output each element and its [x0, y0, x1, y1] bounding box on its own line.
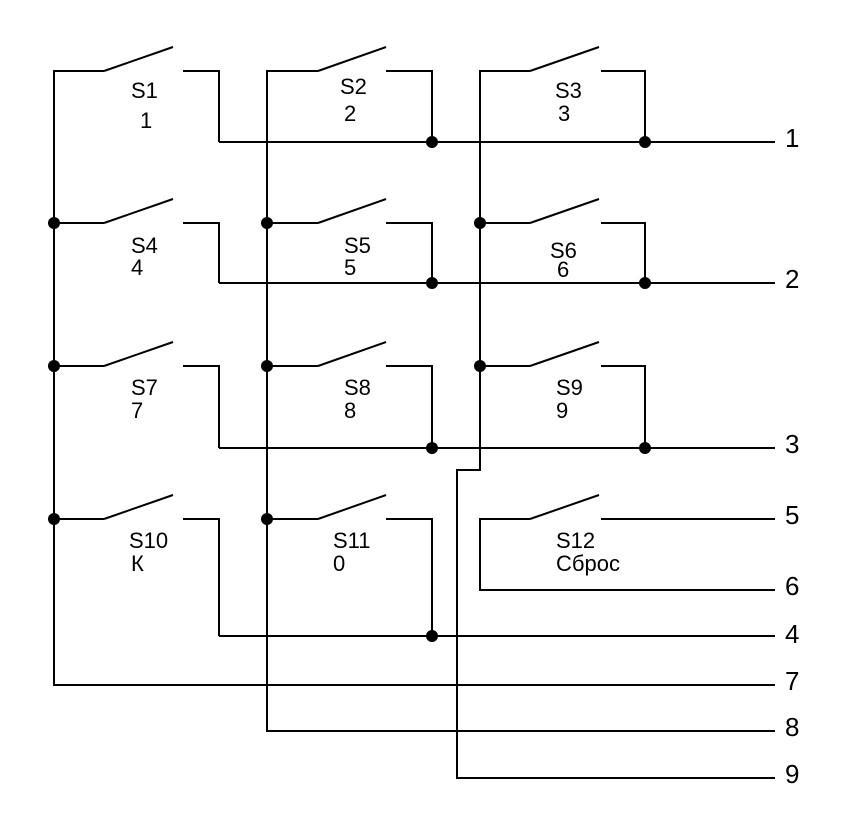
- switch-s11-id: S11: [333, 528, 371, 553]
- junction-dot: [48, 217, 60, 229]
- column-wire-middle: [266, 70, 775, 732]
- pin-label: 7: [785, 666, 799, 696]
- switch-s1-caption: 1: [140, 108, 152, 133]
- switch-s5: [267, 198, 433, 283]
- switch-s5-output: [386, 222, 433, 283]
- junction-dots: [48, 136, 651, 642]
- pin-label: 9: [785, 759, 799, 789]
- switch-s1-output: [183, 70, 220, 142]
- pin-label: 6: [785, 571, 799, 601]
- switch-s11: [267, 494, 433, 636]
- switch-s10: [54, 494, 220, 636]
- junction-dot: [261, 360, 273, 372]
- junction-dot: [426, 630, 438, 642]
- switch-labels: S1 1 S2 2 S3 3 S4 4 S5 5 S6 6 S7 7 S8 8 …: [129, 74, 620, 576]
- junction-dot: [261, 513, 273, 525]
- switch-s3: [529, 46, 646, 142]
- switch-s3-caption: 3: [558, 101, 570, 126]
- junction-dot: [261, 217, 273, 229]
- switch-s9-id: S9: [556, 375, 583, 400]
- switch-s2-blade: [317, 46, 387, 72]
- pin-label: 4: [785, 619, 799, 649]
- column-wires: [53, 70, 775, 779]
- switch-s7-caption: 7: [131, 398, 143, 423]
- junction-dot: [426, 136, 438, 148]
- switch-s1-blade: [103, 46, 174, 72]
- switch-s11-caption: 0: [333, 551, 345, 576]
- switch-s10-caption: К: [131, 551, 144, 576]
- switch-s2-output: [386, 70, 433, 142]
- junction-dot: [639, 136, 651, 148]
- junction-dot: [639, 442, 651, 454]
- switch-s1: [103, 46, 220, 142]
- switch-s4-blade: [103, 198, 174, 224]
- pin-label: 2: [785, 264, 799, 294]
- switch-s11-blade: [317, 494, 387, 520]
- switch-s6-output: [601, 222, 646, 283]
- switch-s5-caption: 5: [344, 255, 356, 280]
- switch-s1-id: S1: [131, 78, 158, 103]
- switch-s9: [480, 341, 646, 448]
- junction-dot: [48, 513, 60, 525]
- switch-s5-blade: [317, 198, 387, 224]
- switch-s10-id: S10: [129, 528, 168, 553]
- switch-s10-output: [183, 518, 220, 636]
- junction-dot: [426, 442, 438, 454]
- column-wire-right: [456, 70, 775, 779]
- pin-label: 5: [785, 500, 799, 530]
- switch-s6: [480, 198, 646, 283]
- switch-s8-caption: 8: [344, 398, 356, 423]
- switch-s8-blade: [317, 341, 387, 367]
- switch-s7-blade: [103, 341, 174, 367]
- switch-s3-id: S3: [555, 78, 582, 103]
- reset-wire-6: [479, 518, 775, 591]
- switch-s8-id: S8: [344, 375, 371, 400]
- pin-label: 3: [785, 429, 799, 459]
- switch-s12-id: S12: [556, 528, 595, 553]
- junction-dot: [639, 277, 651, 289]
- pin-label: 1: [785, 123, 799, 153]
- switch-s2-id: S2: [340, 74, 367, 99]
- switch-s12: [529, 494, 600, 520]
- switch-s12-blade: [529, 494, 600, 520]
- switch-s11-output: [386, 518, 433, 636]
- junction-dot: [426, 277, 438, 289]
- switch-s5-id: S5: [344, 233, 371, 258]
- switch-s7-id: S7: [131, 375, 158, 400]
- switch-s4-output: [183, 222, 220, 283]
- reset-wires: [479, 518, 775, 591]
- junction-dot: [474, 217, 486, 229]
- switch-s12-caption: Сброс: [556, 551, 620, 576]
- switch-s4-caption: 4: [131, 255, 143, 280]
- switch-s9-blade: [529, 341, 600, 367]
- switch-s10-blade: [103, 494, 174, 520]
- switch-s9-output: [601, 365, 646, 448]
- switch-s4-id: S4: [131, 233, 158, 258]
- switch-s7: [54, 341, 220, 448]
- switch-s7-output: [183, 365, 220, 448]
- switch-s6-id: S6: [550, 238, 577, 263]
- switch-s8: [267, 341, 433, 448]
- switch-s2-caption: 2: [344, 101, 356, 126]
- switch-s3-blade: [529, 46, 600, 72]
- row-wires: [219, 141, 775, 637]
- switch-s8-output: [386, 365, 433, 448]
- column-wire-left: [53, 70, 775, 686]
- switch-s3-output: [601, 70, 646, 142]
- pin-labels: 1 2 3 5 6 4 7 8 9: [785, 123, 799, 789]
- junction-dot: [48, 360, 60, 372]
- switch-s6-caption: 6: [557, 257, 569, 282]
- switch-s2: [317, 46, 433, 142]
- pin-label: 8: [785, 712, 799, 742]
- switch-s9-caption: 9: [556, 398, 568, 423]
- switch-s6-blade: [529, 198, 600, 224]
- junction-dot: [474, 360, 486, 372]
- switch-s4: [54, 198, 220, 283]
